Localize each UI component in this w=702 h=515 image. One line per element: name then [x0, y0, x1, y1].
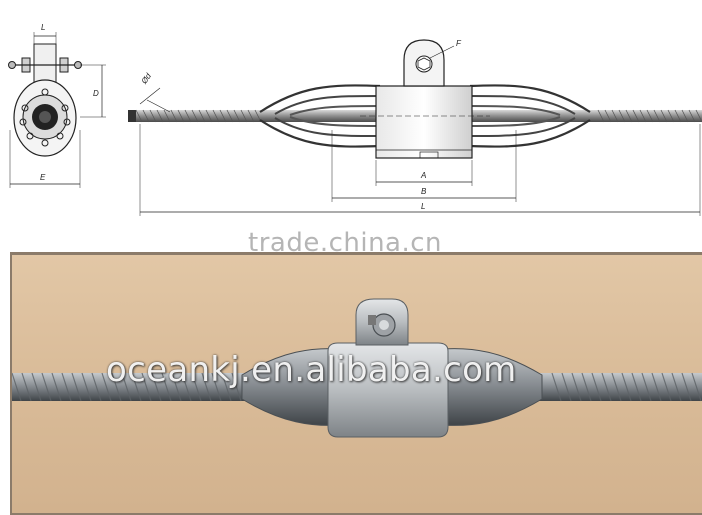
dim-label-d-diameter: Ød	[139, 71, 153, 86]
product-photo-illustration	[12, 298, 702, 438]
technical-drawing: L D E	[8, 23, 702, 216]
dim-label-e: E	[40, 173, 46, 182]
watermark-photo: oceankj.en.alibaba.com	[106, 350, 517, 390]
product-photo	[10, 252, 702, 515]
dim-label-a: A	[420, 171, 426, 180]
dim-label-f: F	[456, 39, 462, 48]
dim-label-d: D	[93, 89, 99, 98]
side-view	[128, 39, 702, 216]
dim-label-l: L	[421, 202, 425, 211]
dim-label-l-small: L	[41, 23, 45, 32]
dim-label-b: B	[421, 187, 427, 196]
end-view	[8, 32, 106, 188]
